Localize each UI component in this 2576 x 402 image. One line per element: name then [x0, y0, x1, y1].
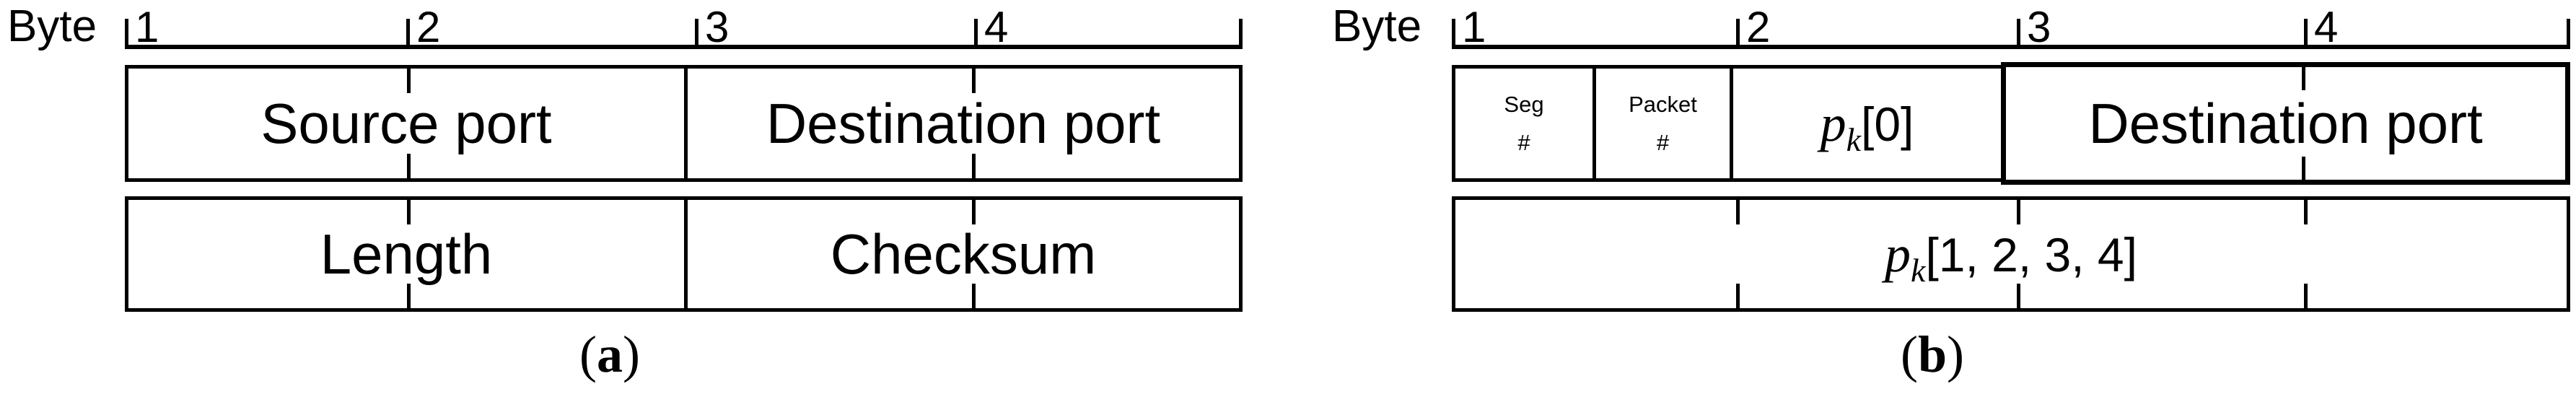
field-label: #: [1656, 130, 1670, 155]
field-payload-pk0: pk[0]: [1733, 69, 2001, 178]
byte-boundary-tick: [1736, 200, 1740, 224]
field-label: Length: [320, 222, 493, 286]
byte-number: 1: [1462, 3, 1486, 51]
byte-boundary-tick: [2017, 284, 2020, 308]
field-destination-port-b: Destination port: [2001, 62, 2570, 185]
byte-number: 4: [984, 3, 1009, 51]
math-subscript: k: [1846, 121, 1862, 158]
caption-letter: b: [1917, 325, 1948, 383]
byte-ruler-line-b: [1452, 45, 2570, 49]
header-row-ports: Source port Destination port: [125, 65, 1243, 182]
math-expression: pk[0]: [1820, 94, 1914, 158]
header-row-length-checksum: Length Checksum: [125, 196, 1243, 312]
byte-boundary-tick: [2302, 157, 2305, 180]
byte-boundary-tick: [2017, 200, 2020, 224]
caption-letter: a: [597, 325, 623, 383]
ruler-tick: [1452, 19, 1455, 49]
caption-paren: (: [579, 325, 597, 383]
byte-number: 3: [705, 3, 730, 51]
field-label: Destination port: [2088, 92, 2483, 155]
byte-axis-label-b: Byte: [1332, 1, 1422, 51]
byte-boundary-tick: [2304, 284, 2308, 308]
math-expression: pk[1, 2, 3, 4]: [1885, 224, 2137, 289]
byte-boundary-tick: [972, 69, 976, 93]
ruler-tick: [1239, 19, 1243, 49]
field-divider: [684, 69, 688, 178]
byte-boundary-tick: [407, 200, 411, 224]
field-label: Seg: [1504, 92, 1544, 117]
math-index: [0]: [1861, 97, 1914, 151]
byte-boundary-tick: [407, 69, 411, 93]
field-source-port: Source port: [128, 69, 684, 178]
byte-number: 1: [135, 3, 159, 51]
field-label: Packet: [1629, 92, 1697, 117]
field-seg-number: Seg #: [1455, 69, 1593, 178]
byte-boundary-tick: [407, 154, 411, 178]
byte-number: 2: [1746, 3, 1771, 51]
byte-ruler-line-a: [125, 45, 1243, 49]
caption-paren: (: [1900, 325, 1918, 383]
field-divider: [1730, 69, 1733, 178]
field-destination-port: Destination port: [688, 69, 1239, 178]
field-label: Checksum: [830, 222, 1097, 286]
ruler-tick: [1736, 19, 1740, 49]
byte-boundary-tick: [407, 284, 411, 308]
field-label: #: [1517, 130, 1530, 155]
header-row-seg-packet-payload: Seg # Packet # pk[0]: [1452, 65, 2005, 182]
byte-boundary-tick: [972, 200, 976, 224]
ruler-tick: [125, 19, 128, 49]
ruler-tick: [2304, 19, 2308, 49]
field-packet-number: Packet #: [1596, 69, 1730, 178]
byte-boundary-tick: [972, 284, 976, 308]
math-variable: p: [1820, 94, 1846, 152]
math-subscript: k: [1911, 251, 1926, 289]
byte-boundary-tick: [1736, 284, 1740, 308]
byte-number: 4: [2314, 3, 2339, 51]
field-payload-pk1234: pk[1, 2, 3, 4]: [1452, 196, 2570, 312]
field-checksum: Checksum: [688, 200, 1239, 308]
field-divider: [684, 200, 688, 308]
byte-boundary-tick: [2302, 67, 2305, 90]
caption-a: (a): [429, 325, 790, 383]
field-label-wrap: Destination port: [2006, 67, 2565, 180]
byte-axis-label-a: Byte: [7, 1, 97, 51]
field-label: Destination port: [766, 92, 1161, 155]
field-divider: [1593, 69, 1596, 178]
ruler-tick: [695, 19, 698, 49]
ruler-tick: [2567, 19, 2570, 49]
field-length: Length: [128, 200, 684, 308]
math-index: [1, 2, 3, 4]: [1925, 227, 2137, 281]
caption-paren: ): [623, 325, 640, 383]
byte-boundary-tick: [972, 154, 976, 178]
ruler-tick: [2017, 19, 2020, 49]
ruler-tick: [974, 19, 978, 49]
field-label-wrap: pk[1, 2, 3, 4]: [1455, 200, 2567, 308]
caption-b: (b): [1752, 325, 2113, 383]
field-label: Source port: [260, 92, 552, 155]
byte-number: 2: [416, 3, 441, 51]
math-variable: p: [1885, 224, 1911, 283]
ruler-tick: [406, 19, 410, 49]
byte-boundary-tick: [2304, 200, 2308, 224]
byte-number: 3: [2027, 3, 2051, 51]
caption-paren: ): [1947, 325, 1964, 383]
